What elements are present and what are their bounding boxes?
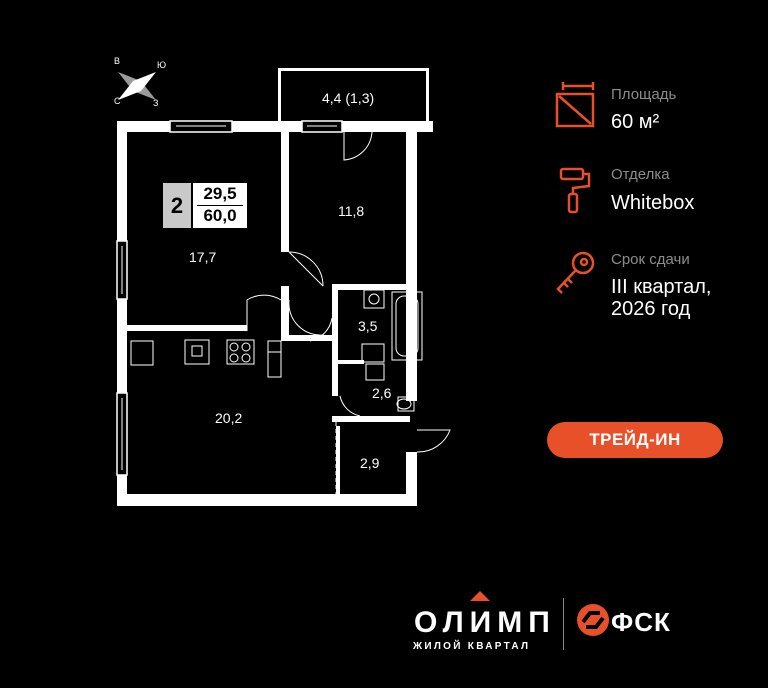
- door-room1: [246, 294, 282, 331]
- finish-value: Whitebox: [611, 192, 695, 214]
- area-icon: [555, 82, 595, 128]
- balcony-left: [278, 68, 281, 122]
- balcony-right: [426, 68, 429, 122]
- fsk-logo-mark: [577, 604, 609, 636]
- olimp-logo-mark: [470, 591, 490, 601]
- wall-bottom-left: [117, 494, 342, 506]
- wall-room-divider: [281, 132, 289, 252]
- compass-icon: [118, 72, 156, 100]
- door-room2: [288, 251, 324, 287]
- deadline-label: Срок сдачи: [611, 251, 690, 268]
- wall-bottom-right: [334, 494, 416, 506]
- compass-north: В: [114, 56, 121, 66]
- fsk-logo: ФСК: [611, 607, 671, 637]
- wall-right-upper: [406, 121, 417, 401]
- wc-area: 2,6: [372, 385, 392, 401]
- hall-area: 2,9: [360, 455, 380, 471]
- wall-bath-mid: [332, 360, 364, 364]
- paint-roller-icon: [559, 167, 591, 214]
- deadline-value-line2: 2026 год: [611, 298, 691, 320]
- finish-label: Отделка: [611, 166, 670, 183]
- door-balcony: [343, 131, 373, 161]
- area-value: 60 м²: [611, 111, 660, 133]
- wall-kitchen-top: [127, 325, 247, 331]
- balcony-area: 4,4 (1,3): [322, 90, 375, 106]
- wall-bath-left: [332, 284, 338, 396]
- wall-left: [117, 121, 127, 506]
- bathtub: [391, 291, 423, 361]
- wall-top: [117, 121, 433, 132]
- key-icon: [556, 251, 595, 294]
- wall-kitchen-top-right: [281, 335, 336, 341]
- compass-south: З: [153, 98, 159, 108]
- door-bath: [309, 317, 333, 342]
- deadline-value-line1: III квартал,: [611, 276, 712, 298]
- wall-right-lower: [406, 452, 417, 506]
- trade-in-button[interactable]: ТРЕЙД-ИН: [547, 422, 723, 458]
- olimp-logo-subtitle: ЖИЛОЙ КВАРТАЛ: [413, 641, 531, 652]
- area-badge: 29,5 60,0: [193, 183, 247, 228]
- room2-area: 11,8: [338, 203, 365, 219]
- door-entry: [416, 429, 451, 453]
- wall-hall-left: [336, 426, 340, 504]
- wall-hall-top: [332, 416, 410, 422]
- olimp-logo: ОЛИМП: [414, 606, 556, 639]
- compass-west: С: [114, 96, 121, 106]
- area-label: Площадь: [611, 86, 677, 103]
- wall-divider-lower: [281, 286, 289, 341]
- room1-area: 17,7: [189, 249, 217, 265]
- total-area: 60,0: [203, 206, 237, 225]
- rooms-count-badge: 2: [163, 183, 191, 228]
- kitchen-area: 20,2: [215, 410, 243, 426]
- door-wc: [339, 395, 361, 417]
- balcony-top: [278, 68, 429, 71]
- logo-divider: [563, 598, 564, 650]
- living-area: 29,5: [203, 184, 237, 203]
- door-kitchen: [288, 299, 325, 336]
- wall-bath-top: [332, 284, 410, 290]
- compass-east: Ю: [157, 60, 167, 70]
- bathroom-area: 3,5: [358, 318, 378, 334]
